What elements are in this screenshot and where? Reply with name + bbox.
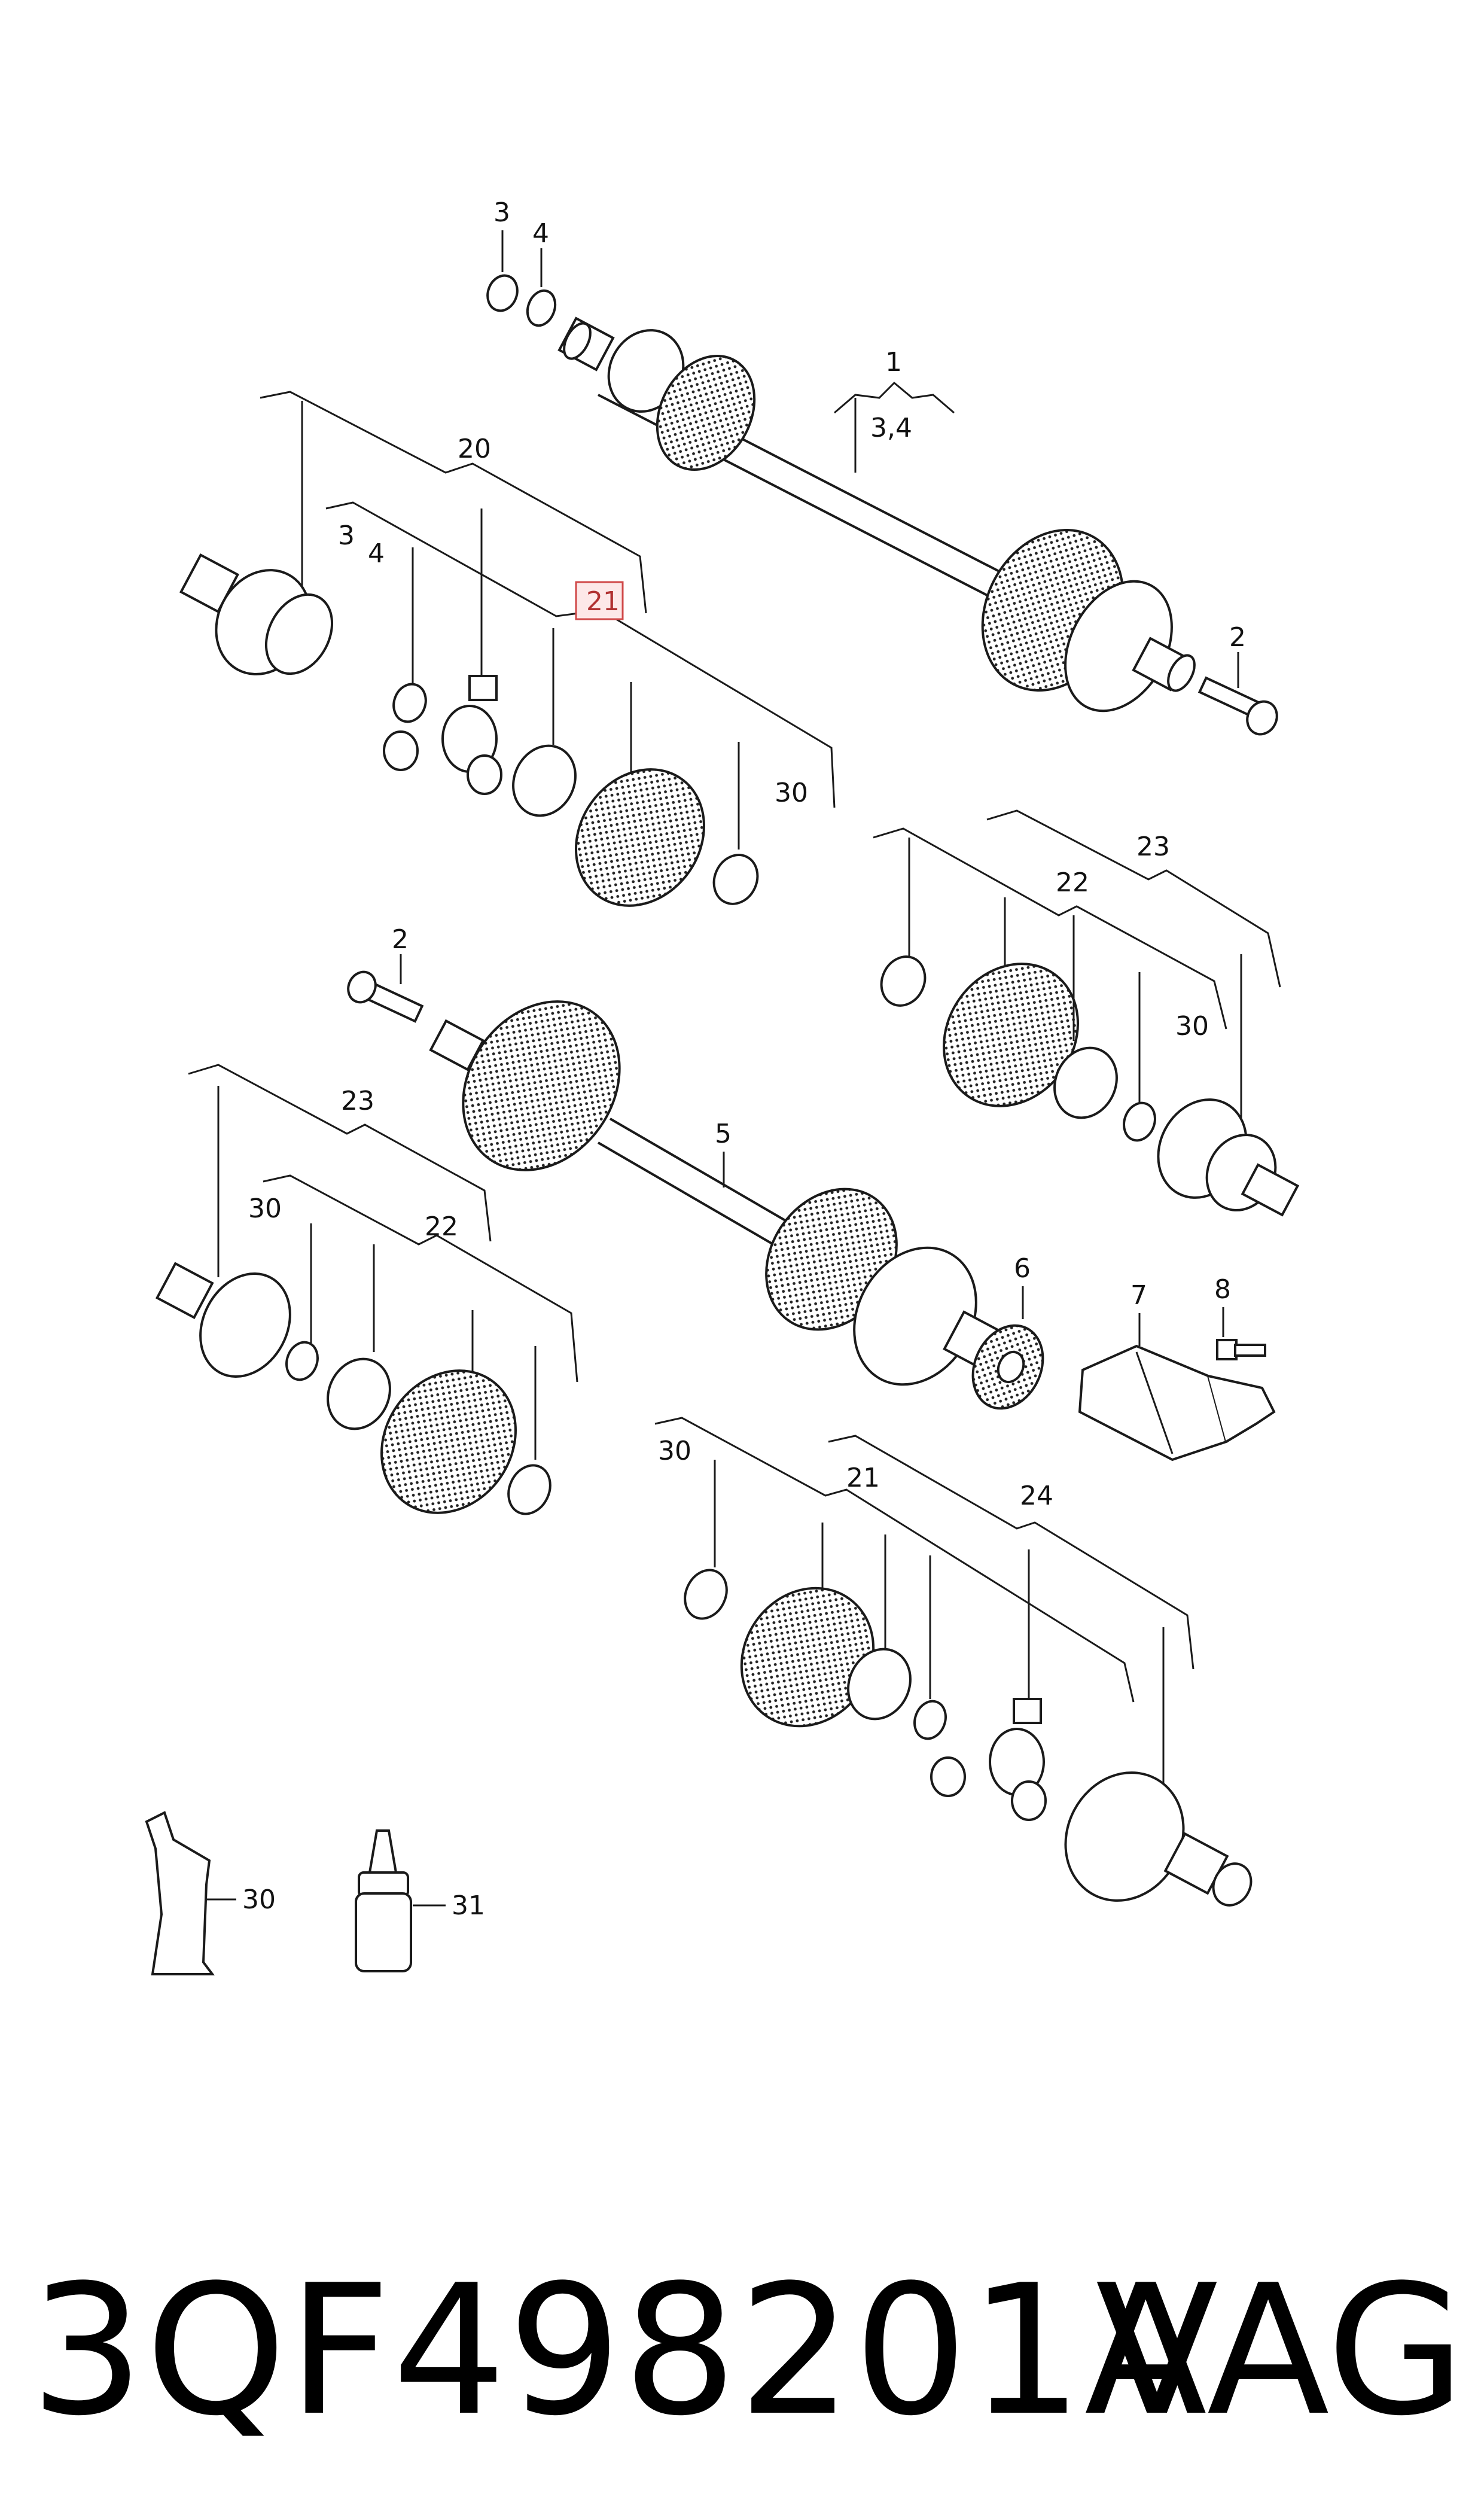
inner-joint-right <box>1157 1098 1300 1217</box>
clamp-bottom-large <box>847 1648 912 1721</box>
drive-shaft-top <box>557 316 1196 713</box>
boot-left <box>380 1369 517 1514</box>
callout-21-highlighted: 21 <box>586 586 620 617</box>
callout-3-left: 3 <box>338 520 355 551</box>
callout-30-right: 30 <box>1175 1011 1209 1042</box>
boot-upper <box>575 768 705 907</box>
circlip-upper <box>392 683 427 723</box>
callout-6: 6 <box>1014 1253 1031 1284</box>
clamp-right-large <box>1053 1046 1118 1119</box>
exploded-parts-diagram: 1 3,4 3 4 2 20 3 4 21 30 23 <box>145 197 1300 1975</box>
clamp-upper-small <box>712 854 759 905</box>
clamp-left-small <box>507 1464 551 1515</box>
callout-2-top: 2 <box>1229 622 1246 653</box>
callout-22-right: 22 <box>1056 867 1089 898</box>
callout-4-top: 4 <box>532 218 549 249</box>
callout-23-left: 23 <box>341 1086 374 1116</box>
circlip-left <box>285 1341 319 1381</box>
callout-2-mid: 2 <box>392 924 409 955</box>
tripod-upper <box>383 675 502 795</box>
callout-21-bottom: 21 <box>846 1463 880 1493</box>
adhesive-bottle <box>355 1829 412 1972</box>
heat-shield <box>1078 1344 1228 1462</box>
callout-5: 5 <box>715 1119 732 1149</box>
outer-joint-left <box>155 1262 291 1378</box>
callout-30-tube: 30 <box>242 1884 276 1915</box>
callout-8: 8 <box>1214 1274 1231 1305</box>
callout-24: 24 <box>1020 1481 1053 1511</box>
clamp-upper-large <box>512 744 577 817</box>
callout-20: 20 <box>458 434 491 464</box>
outer-joint-upper-left <box>179 553 334 675</box>
callout-30-bottom: 30 <box>658 1436 691 1466</box>
callout-3-4: 3,4 <box>870 413 912 443</box>
callout-31-bottle: 31 <box>452 1890 485 1921</box>
callout-23-right: 23 <box>1136 832 1170 862</box>
circlip-right <box>1123 1101 1156 1142</box>
callout-3-top: 3 <box>493 197 510 228</box>
callout-30-left: 30 <box>248 1193 282 1224</box>
footer: 3QF498201A VAG <box>30 2225 1465 2477</box>
clamp-right-small <box>880 955 927 1007</box>
callout-1: 1 <box>885 347 902 377</box>
callout-4-left: 4 <box>368 538 385 569</box>
inner-joint-bottom <box>1064 1771 1253 1907</box>
bolt-top <box>1197 676 1278 736</box>
snap-ring-top <box>486 274 557 327</box>
callout-21-highlight <box>575 581 624 620</box>
part-number: 3QF498201A <box>30 2246 1208 2455</box>
callout-22-left: 22 <box>425 1211 458 1242</box>
bolt-heat-shield <box>1216 1339 1266 1360</box>
drive-shaft-middle <box>347 970 1013 1386</box>
clamp-bottom-small <box>684 1569 728 1620</box>
clamp-left-large <box>327 1357 391 1430</box>
circlip-bottom <box>913 1700 947 1740</box>
callout-30-a: 30 <box>775 778 808 808</box>
callout-7: 7 <box>1130 1280 1147 1311</box>
tripod-bottom <box>930 1698 1047 1821</box>
grease-tube <box>145 1811 215 1975</box>
brand-label: VAG <box>1095 2246 1465 2455</box>
